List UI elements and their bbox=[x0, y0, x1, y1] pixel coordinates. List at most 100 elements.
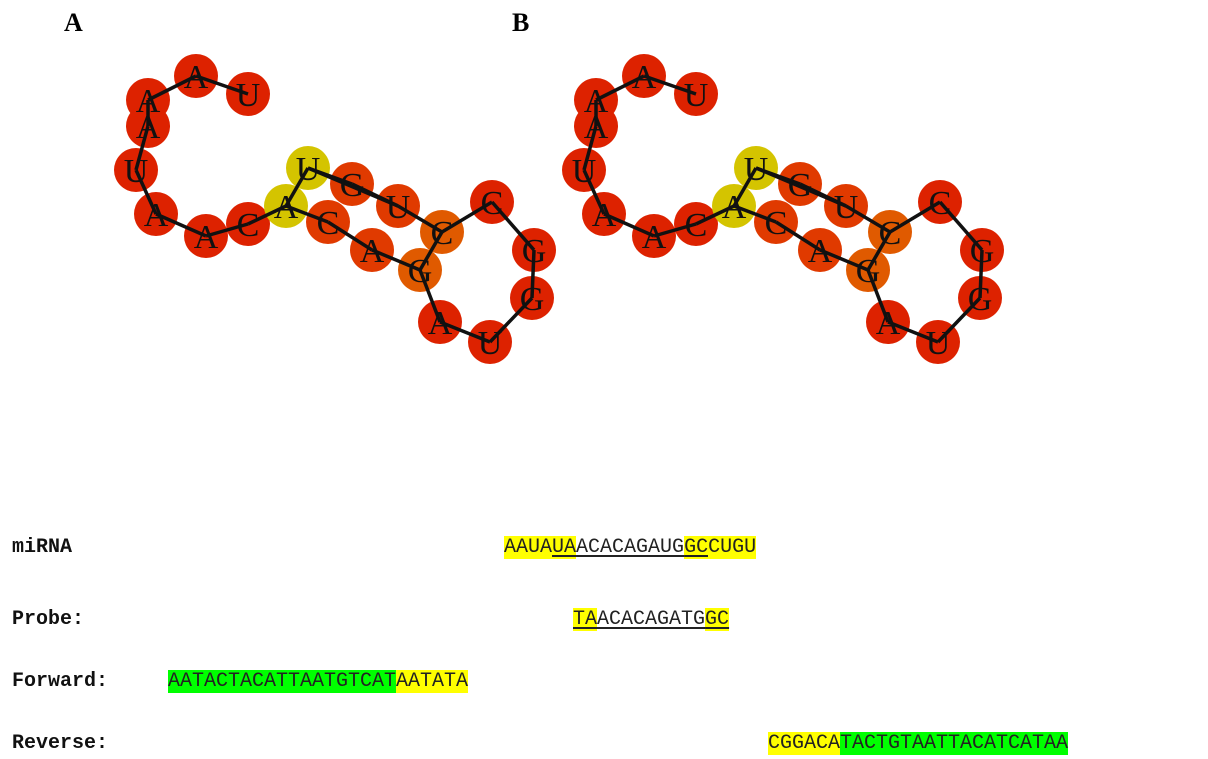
panel-a-backbone-link bbox=[205, 222, 249, 238]
panel-b-backbone-link bbox=[733, 204, 777, 224]
panel-a-backbone-link bbox=[530, 249, 536, 299]
panel-b-backbone-link bbox=[775, 220, 821, 252]
reverse-label: Reverse: bbox=[12, 732, 109, 755]
panel-a-backbone-link bbox=[195, 74, 249, 96]
panel-b-nucleotide-label: A bbox=[642, 219, 667, 256]
panel-a-nucleotide-label: A bbox=[184, 59, 209, 96]
panel-a-nucleotide-label: U bbox=[296, 151, 321, 188]
panel-a-backbone-link bbox=[490, 200, 536, 252]
probe-label: Probe: bbox=[12, 608, 85, 631]
panel-b-backbone-link bbox=[978, 249, 984, 299]
panel-a-nucleotide-label: A bbox=[428, 305, 453, 342]
panel-a-nucleotide-label: A bbox=[194, 219, 219, 256]
mirna-segment-4: CUGU bbox=[708, 536, 757, 559]
panel-b-nucleotide-label: G bbox=[970, 233, 995, 270]
panel-b-nucleotide-label: U bbox=[834, 189, 859, 226]
panel-a-nucleotide-label: A bbox=[136, 109, 161, 146]
panel-b-backbone-link bbox=[866, 231, 892, 271]
panel-a-nucleotide-label: U bbox=[478, 325, 503, 362]
panel-b-nucleotide-label: C bbox=[765, 205, 788, 242]
panel-a-nucleotide-label: U bbox=[236, 77, 261, 114]
panel-a-backbone-link bbox=[418, 231, 444, 271]
panel-b-nucleotide-label: A bbox=[584, 109, 609, 146]
panel-b-label: B bbox=[512, 8, 530, 37]
panel-a-backbone-link bbox=[134, 169, 158, 215]
panel-a-backbone-link bbox=[488, 296, 534, 344]
panel-b-nucleotide-label: G bbox=[968, 281, 993, 318]
panel-b-nucleotide-label: A bbox=[876, 305, 901, 342]
panel-b-nucleotide-label: A bbox=[584, 83, 609, 120]
panel-a-nucleotide-label: C bbox=[431, 215, 454, 252]
probe-sequence: TAACACAGATGGC bbox=[573, 608, 730, 631]
panel-a-backbone-link bbox=[439, 320, 491, 344]
panel-a-nucleotide-label: A bbox=[144, 197, 169, 234]
panel-a-nucleotide-label: C bbox=[237, 207, 260, 244]
panel-b-nucleotide-label: U bbox=[684, 77, 709, 114]
panel-b-backbone-link bbox=[819, 248, 869, 272]
mirna-segment-0: AAUA bbox=[504, 536, 553, 559]
panel-b-backbone-link bbox=[866, 269, 890, 323]
panel-b-nucleotide-label: A bbox=[722, 189, 747, 226]
mirna-label: miRNA bbox=[12, 536, 73, 559]
panel-a-nucleotide-label: G bbox=[340, 167, 365, 204]
probe-segment-0: TA bbox=[573, 608, 598, 631]
panel-b-nucleotide-label: G bbox=[788, 167, 813, 204]
reverse-segment-0: CGGACA bbox=[768, 732, 841, 755]
reverse-primer-sequence: CGGACATACTGTAATTACATCATAA bbox=[768, 732, 1069, 755]
panel-b-nucleotide-label: C bbox=[929, 185, 952, 222]
mirna-segment-2: ACACAGAUG bbox=[576, 536, 685, 559]
panel-b-backbone-link bbox=[845, 204, 891, 234]
panel-b-nucleotide-label: G bbox=[856, 253, 881, 290]
panel-a-backbone-link bbox=[147, 74, 197, 102]
panel-b-nucleotide-label: U bbox=[926, 325, 951, 362]
mirna-segment-3: GC bbox=[684, 536, 709, 559]
panel-b-nucleotide-label: U bbox=[744, 151, 769, 188]
forward-primer-sequence: AATACTACATTAATGTCATAATATA bbox=[168, 670, 469, 693]
panel-a-label: A bbox=[64, 8, 83, 37]
panel-b-backbone-link bbox=[938, 200, 984, 252]
panel-a-backbone-link bbox=[441, 200, 493, 234]
panel-b-backbone-link bbox=[595, 74, 645, 102]
panel-b-backbone-link bbox=[603, 212, 655, 238]
panel-a-backbone-link bbox=[155, 212, 207, 238]
panel-a-backbone-link bbox=[285, 204, 329, 224]
panel-a-nucleotide-label: A bbox=[136, 83, 161, 120]
mirna-segment-1: UA bbox=[552, 536, 577, 559]
panel-b-backbone-link bbox=[582, 169, 606, 215]
panel-b-nucleotide-label: C bbox=[879, 215, 902, 252]
panel-b-backbone-link bbox=[695, 204, 735, 226]
panel-a-backbone-link bbox=[134, 125, 150, 171]
panel-b-nucleotide-label: A bbox=[592, 197, 617, 234]
panel-b-nucleotide-label: A bbox=[632, 59, 657, 96]
panel-b-backbone-link bbox=[582, 125, 598, 171]
panel-a-nucleotide-label: A bbox=[360, 233, 385, 270]
forward-segment-1: AATATA bbox=[396, 670, 469, 693]
panel-a-nucleotide-label: C bbox=[481, 185, 504, 222]
panel-a-nucleotide-label: G bbox=[408, 253, 433, 290]
reverse-segment-1: TACTGTAATTACATCATAA bbox=[840, 732, 1069, 755]
panel-a-nucleotide-label: C bbox=[317, 205, 340, 242]
panel-a-backbone-link bbox=[307, 166, 399, 208]
panel-a-backbone-link bbox=[247, 204, 287, 226]
panel-a-backbone-link bbox=[418, 269, 442, 323]
panel-a-backbone-link bbox=[327, 220, 373, 252]
panel-b-backbone-link bbox=[732, 167, 758, 207]
panel-b-nucleotide-label: C bbox=[685, 207, 708, 244]
panel-a-nucleotide-label: G bbox=[522, 233, 547, 270]
panel-a-nucleotide-label: U bbox=[124, 153, 149, 190]
panel-a-backbone-link bbox=[371, 248, 421, 272]
probe-segment-2: GC bbox=[705, 608, 730, 631]
panel-b-backbone-link bbox=[653, 222, 697, 238]
panel-b-backbone-link bbox=[755, 166, 847, 208]
panel-a-backbone-link bbox=[284, 167, 310, 207]
forward-label: Forward: bbox=[12, 670, 109, 693]
panel-b-backbone-link bbox=[889, 200, 941, 234]
panel-b-nucleotide-label: A bbox=[808, 233, 833, 270]
panel-a-backbone-link bbox=[397, 204, 443, 234]
panel-a-nucleotide-label: G bbox=[520, 281, 545, 318]
panel-a-nucleotide-label: A bbox=[274, 189, 299, 226]
mirna-sequence: AAUAUAACACAGAUGGCCUGU bbox=[504, 536, 757, 559]
panel-b-backbone-link bbox=[887, 320, 939, 344]
